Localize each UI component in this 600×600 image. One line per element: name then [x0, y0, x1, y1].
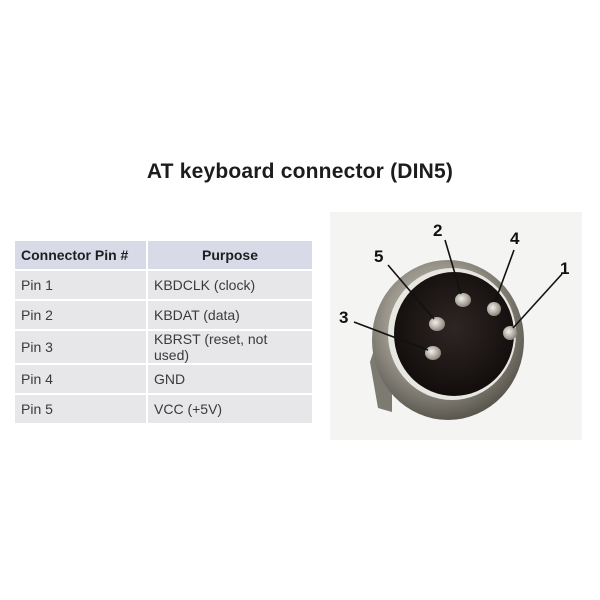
pin-label-4: 4 [510, 229, 520, 248]
purpose-cell: KBRST (reset, not used) [148, 331, 312, 363]
leader-line-2 [444, 239, 462, 295]
table-row: Pin 3 KBRST (reset, not used) [15, 331, 312, 363]
table-header-row: Connector Pin # Purpose [15, 241, 312, 269]
header-connector-pin: Connector Pin # [15, 241, 146, 269]
pin-label-3: 3 [339, 308, 348, 327]
din5-connector-photo: 2 4 1 5 3 [330, 212, 582, 440]
leader-line-5 [387, 264, 435, 320]
leader-line-4 [494, 249, 515, 303]
pin-cell: Pin 1 [15, 271, 146, 299]
pin-2 [455, 293, 471, 307]
pin-4 [487, 302, 501, 316]
pin-cell: Pin 2 [15, 301, 146, 329]
pin-cell: Pin 4 [15, 365, 146, 393]
pin-1 [503, 326, 517, 340]
pin-5 [429, 317, 445, 331]
purpose-cell: KBDAT (data) [148, 301, 312, 329]
header-purpose: Purpose [148, 241, 312, 269]
connector-face [394, 272, 514, 396]
din5-connector-illustration: 2 4 1 5 3 [339, 221, 569, 420]
purpose-cell: VCC (+5V) [148, 395, 312, 423]
pin-3 [425, 346, 441, 360]
table-row: Pin 4 GND [15, 365, 312, 393]
purpose-cell: GND [148, 365, 312, 393]
pin-cell: Pin 3 [15, 331, 146, 363]
leader-line-1 [512, 273, 563, 329]
table-row: Pin 2 KBDAT (data) [15, 301, 312, 329]
table-row: Pin 5 VCC (+5V) [15, 395, 312, 423]
pin-table: Connector Pin # Purpose Pin 1 KBDCLK (cl… [13, 239, 314, 425]
table-row: Pin 1 KBDCLK (clock) [15, 271, 312, 299]
pin-label-5: 5 [374, 247, 383, 266]
pin-label-2: 2 [433, 221, 442, 240]
leader-line-3 [353, 321, 429, 351]
pin-cell: Pin 5 [15, 395, 146, 423]
pin-label-1: 1 [560, 259, 569, 278]
page-title: AT keyboard connector (DIN5) [146, 160, 454, 183]
purpose-cell: KBDCLK (clock) [148, 271, 312, 299]
